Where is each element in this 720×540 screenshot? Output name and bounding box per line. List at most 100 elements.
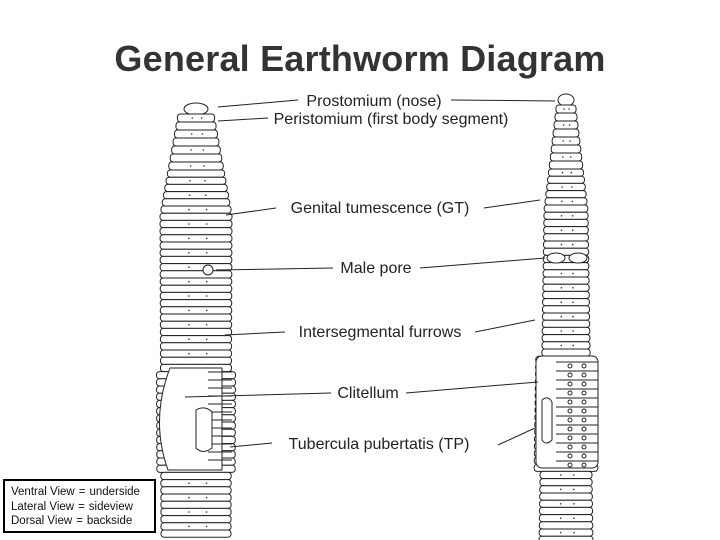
segment-seta xyxy=(559,517,562,519)
worm-segment xyxy=(542,240,590,249)
worm-segment xyxy=(174,129,218,139)
segment-seta xyxy=(205,280,208,283)
clitellum-lateral xyxy=(158,367,223,471)
segment-seta xyxy=(561,171,564,174)
male-pore-mark xyxy=(568,252,588,264)
worm-segment xyxy=(538,514,594,523)
worm-segment xyxy=(543,233,589,242)
worm-segment xyxy=(546,182,586,192)
worm-segment xyxy=(544,197,588,206)
segment-seta xyxy=(560,243,563,246)
clitellum-pore xyxy=(567,435,573,441)
worm-segment xyxy=(547,168,585,177)
segment-seta xyxy=(560,344,562,347)
segment-seta xyxy=(205,511,208,513)
segment-seta xyxy=(189,165,192,167)
clitellum-pore xyxy=(581,417,587,423)
tubercula-pad xyxy=(195,407,213,452)
legend-row: Dorsal View=backside xyxy=(11,515,133,527)
clitellum-pore xyxy=(581,408,587,414)
worm-segment xyxy=(541,341,591,350)
diagram-title: General Earthworm Diagram xyxy=(114,38,606,79)
leader-prostomium-left xyxy=(217,99,299,108)
segment-seta xyxy=(573,517,575,519)
worm-segment xyxy=(160,486,232,495)
clitellum-pore xyxy=(581,453,587,459)
worm-segment xyxy=(549,152,583,162)
label-prostomium: Prostomium (nose) xyxy=(306,93,441,110)
clitellum-pore xyxy=(567,399,573,405)
worm-segment xyxy=(543,226,589,235)
worm-segment xyxy=(159,212,233,221)
ventral-view-worm xyxy=(533,93,599,540)
segment-seta xyxy=(201,133,204,135)
segment-seta xyxy=(569,156,572,158)
worm-segment xyxy=(159,320,233,329)
clitellum-pore xyxy=(567,363,573,369)
segment-seta xyxy=(560,229,563,231)
label-genital-tumescence: Genital tumescence (GT) xyxy=(291,200,470,217)
worm-segment xyxy=(176,113,216,123)
segment-seta xyxy=(205,496,208,499)
leader-male-pore-right xyxy=(419,257,546,269)
worm-segment xyxy=(541,334,591,343)
segment-seta xyxy=(188,208,190,211)
segment-seta xyxy=(570,186,573,188)
clitellum-pore xyxy=(567,372,573,378)
segment-seta xyxy=(188,496,190,499)
segment-seta xyxy=(188,252,190,254)
worm-segment xyxy=(159,255,233,265)
clitellum-pore xyxy=(581,435,587,441)
leader-genital-right xyxy=(483,199,541,209)
worm-head-tip xyxy=(183,102,209,116)
segment-seta xyxy=(562,140,565,142)
worm-segment xyxy=(542,290,590,300)
clitellum-pore xyxy=(567,408,573,414)
tubercula-pad xyxy=(541,397,553,444)
worm-segment xyxy=(538,521,594,530)
worm-segment xyxy=(539,492,593,501)
worm-segment xyxy=(159,248,233,257)
segment-seta xyxy=(571,229,574,231)
segment-seta xyxy=(205,525,208,528)
clitellum-pore xyxy=(581,444,587,450)
structure-labels: Prostomium (nose) Peristomium (first bod… xyxy=(274,93,509,453)
worm-segment xyxy=(160,471,232,481)
segment-seta xyxy=(572,301,574,304)
worm-segment xyxy=(541,348,591,357)
segment-seta xyxy=(560,272,563,275)
worm-segment xyxy=(541,319,591,328)
worm-segment xyxy=(542,262,590,271)
segment-seta xyxy=(205,324,208,326)
segment-seta xyxy=(205,208,208,211)
worm-segment xyxy=(543,218,589,228)
worm-segment xyxy=(159,299,233,308)
worm-segment xyxy=(538,506,594,516)
segment-seta xyxy=(190,149,192,151)
segment-seta xyxy=(572,272,574,275)
segment-seta xyxy=(191,117,194,119)
worm-segment xyxy=(159,291,233,301)
clitellum-pore xyxy=(581,390,587,396)
worm-segment xyxy=(160,479,232,488)
clitellum-pore xyxy=(581,363,587,369)
clitellum-pore xyxy=(567,417,573,423)
segment-seta xyxy=(559,503,562,505)
segment-seta xyxy=(563,108,565,110)
worm-segment xyxy=(159,335,233,344)
worm-head-tip xyxy=(557,93,575,107)
segment-seta xyxy=(562,124,565,126)
segment-seta xyxy=(561,200,563,203)
leader-clitellum-right xyxy=(405,381,539,394)
worm-segment xyxy=(541,326,591,336)
segment-seta xyxy=(560,301,563,304)
segment-seta xyxy=(570,171,573,174)
label-tubercula-pubertatis: Tubercula pubertatis (TP) xyxy=(289,436,470,453)
leader-tubercula-right xyxy=(497,427,536,446)
worm-segment xyxy=(165,176,227,185)
legend-row: Ventral View=underside xyxy=(11,486,140,498)
label-male-pore: Male pore xyxy=(340,260,411,277)
segment-seta xyxy=(568,108,570,110)
clitellum-pore xyxy=(581,426,587,432)
label-intersegmental-furrows: Intersegmental furrows xyxy=(299,324,462,341)
